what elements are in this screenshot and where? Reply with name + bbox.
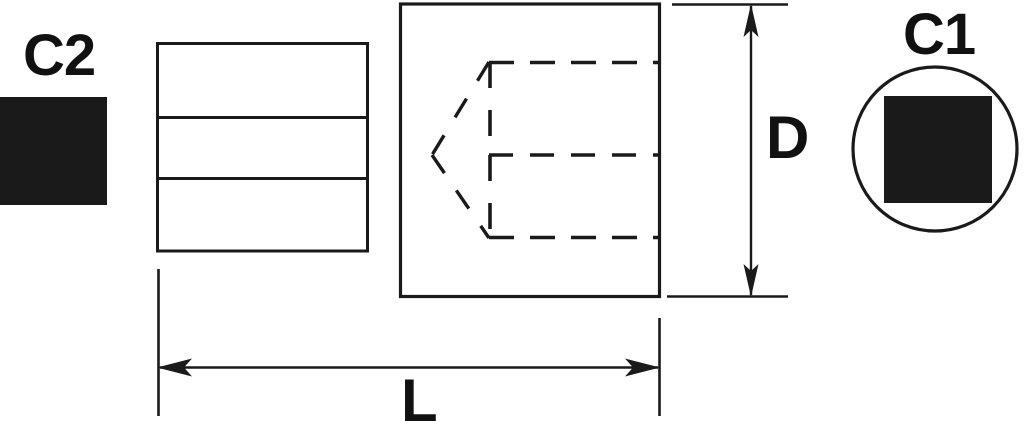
socket-shank-outline (156, 42, 369, 253)
c2-end-view-group (0, 97, 107, 205)
c1-square-shape (884, 96, 992, 203)
dimension-d-group (667, 3, 788, 298)
label-dimension-l: L (401, 367, 438, 421)
bore-chamfer-taper-lower (430, 154, 491, 239)
dimension-l-group (157, 269, 661, 416)
socket-body-outline (398, 2, 662, 299)
side-section-view-group (156, 2, 662, 299)
dimension-l-arrowhead-right (625, 358, 660, 377)
dimension-d-arrowhead-top (743, 4, 759, 37)
dimension-l-arrowhead-left (157, 358, 192, 377)
c2-square-shape (0, 97, 107, 205)
label-c1: C1 (903, 2, 976, 67)
dimension-d-arrowhead-bottom (743, 264, 759, 297)
label-dimension-d: D (766, 104, 810, 171)
label-c2: C2 (23, 23, 96, 88)
c1-end-view-group (851, 65, 1019, 233)
bore-chamfer-taper-upper (430, 61, 491, 156)
